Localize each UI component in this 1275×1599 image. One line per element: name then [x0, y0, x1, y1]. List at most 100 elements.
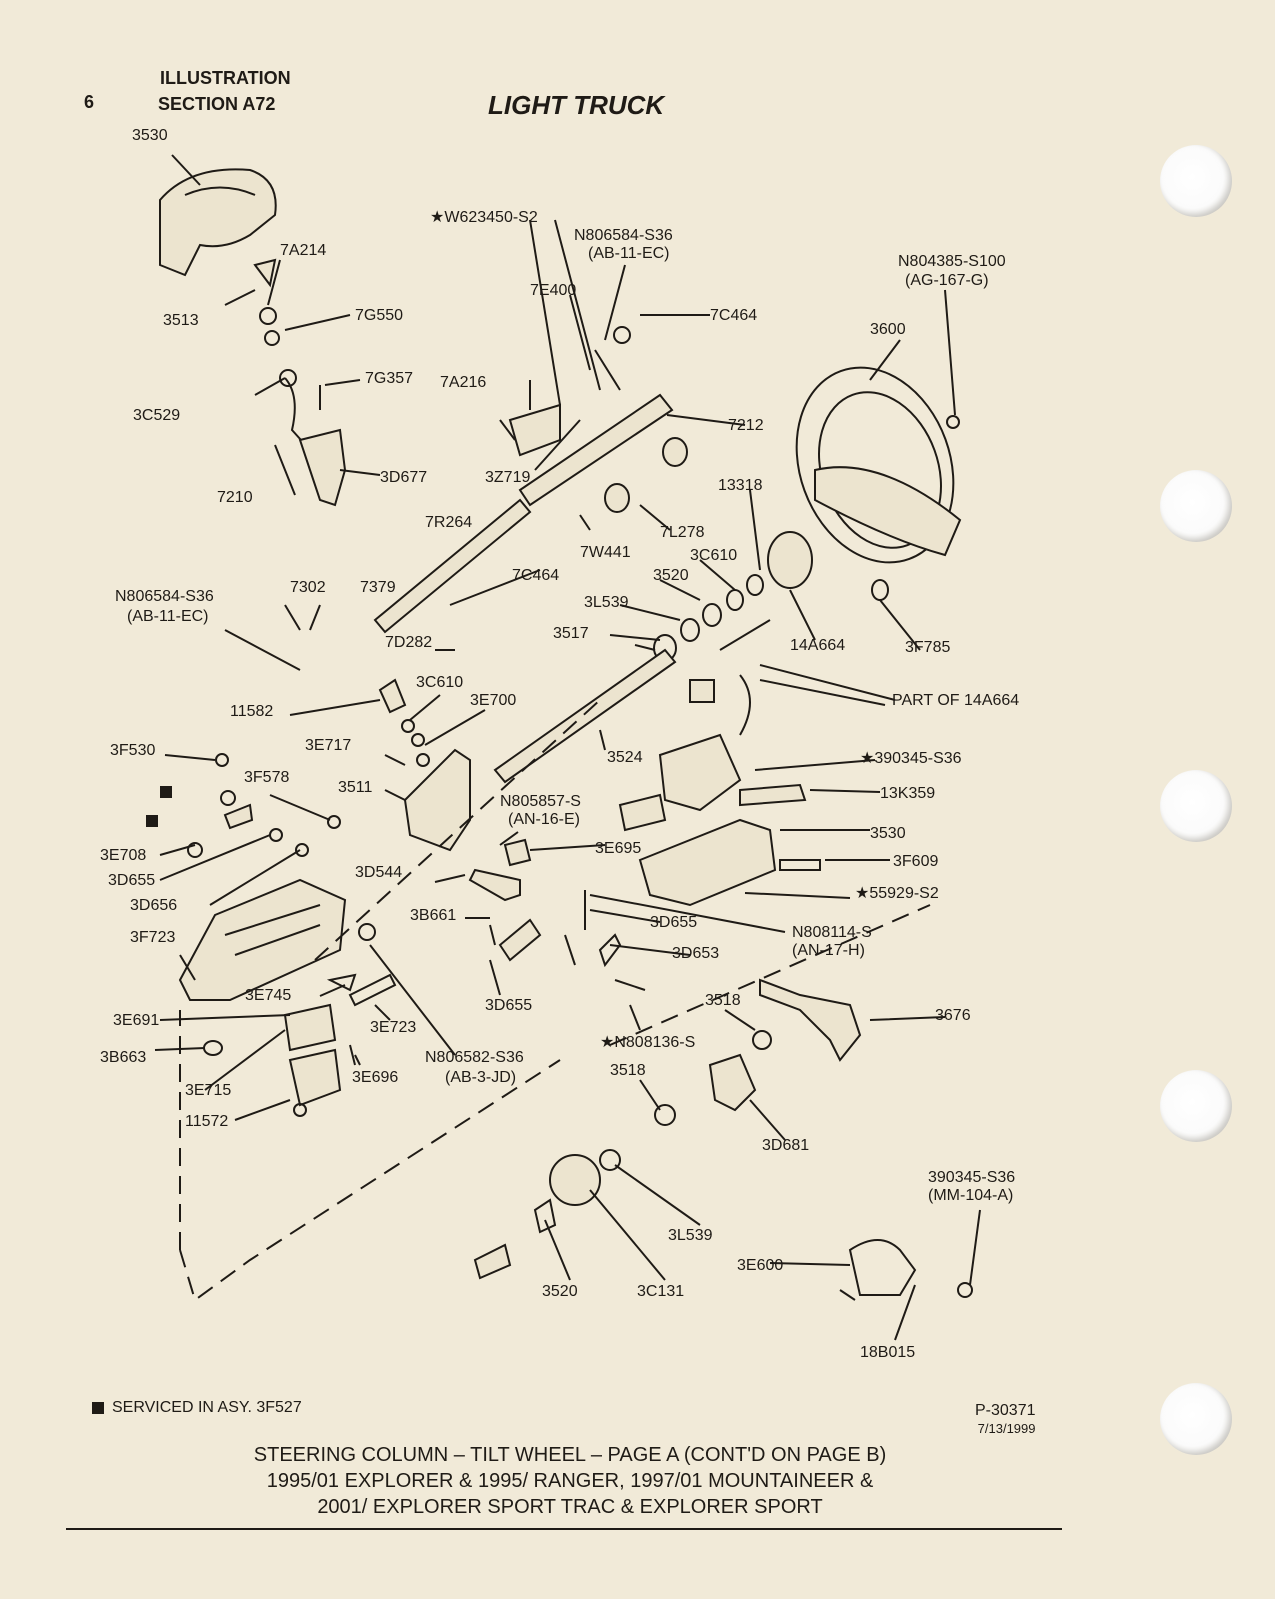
- callout-label: N806584-S36: [115, 588, 214, 605]
- callout-label: 3511: [338, 779, 373, 796]
- callout-label: 7379: [360, 579, 396, 596]
- callout-label: 3D544: [355, 864, 402, 881]
- callout-label: 7A214: [280, 242, 326, 259]
- callout-label: 3D681: [762, 1137, 809, 1154]
- callout-label: 7302: [290, 579, 326, 596]
- callout-label: ★W623450-S2: [430, 209, 538, 226]
- header-illustration: ILLUSTRATION: [160, 68, 291, 88]
- callout-label: 3E717: [305, 737, 351, 754]
- callout-label: 3530: [132, 127, 168, 144]
- caption-line: 1995/01 EXPLORER & 1995/ RANGER, 1997/01…: [266, 1470, 874, 1492]
- callout-label: 3E600: [737, 1257, 783, 1274]
- callout-label: 3D655: [485, 997, 532, 1014]
- callout-label: 3524: [607, 749, 643, 766]
- callout-label: N806584-S36: [574, 227, 673, 244]
- callout-label: 3B663: [100, 1049, 146, 1066]
- header-section: SECTION A72: [158, 94, 276, 114]
- callout-label: ★55929-S2: [855, 885, 939, 902]
- callout-label: 3D655: [650, 914, 697, 931]
- page-title: LIGHT TRUCK: [488, 90, 665, 120]
- callout-label: (MM-104-A): [928, 1187, 1013, 1204]
- callout-label: 7210: [217, 489, 253, 506]
- callout-label: 7A216: [440, 374, 486, 391]
- callout-label: 3L539: [668, 1227, 713, 1244]
- callout-label: 3C610: [416, 674, 463, 691]
- callout-label: 7C464: [710, 307, 757, 324]
- callout-label: 3520: [542, 1283, 578, 1300]
- callout-label: 3600: [870, 321, 906, 338]
- callout-label: 13K359: [880, 785, 935, 802]
- callout-label: PART OF 14A664: [892, 692, 1019, 709]
- callout-label: 11582: [230, 703, 273, 720]
- callout-label: 3D677: [380, 469, 427, 486]
- callout-label: 7G550: [355, 307, 403, 324]
- square-marker-icon: [92, 1402, 104, 1414]
- callout-label: N805857-S: [500, 793, 581, 810]
- callout-label: 3Z719: [485, 469, 530, 486]
- callout-labels: 3530 ★W623450-S2 N806584-S36 (AB-11-EC) …: [100, 127, 1019, 1361]
- callout-label: 7R264: [425, 514, 472, 531]
- caption-line: 2001/ EXPLORER SPORT TRAC & EXPLORER SPO…: [317, 1496, 823, 1518]
- callout-label: 3D655: [108, 872, 155, 889]
- callout-label: 3F578: [244, 769, 289, 786]
- binder-hole: [1160, 145, 1232, 217]
- callout-label: 7E400: [530, 282, 576, 299]
- callout-label: 7212: [728, 417, 764, 434]
- service-legend: SERVICED IN ASY. 3F527: [92, 1399, 302, 1417]
- callout-label: 3F723: [130, 929, 175, 946]
- callout-label: N806582-S36: [425, 1049, 524, 1066]
- callout-label: 3L539: [584, 594, 629, 611]
- callout-label: ★N808136-S: [600, 1034, 695, 1051]
- callout-label: (AB-11-EC): [127, 608, 209, 625]
- caption-line: STEERING COLUMN – TILT WHEEL – PAGE A (C…: [253, 1444, 887, 1466]
- binder-hole: [1160, 770, 1232, 842]
- callout-label: 3520: [653, 567, 689, 584]
- callout-label: (AB-11-EC): [588, 245, 670, 262]
- callout-label: 3E700: [470, 692, 516, 709]
- service-legend-text: SERVICED IN ASY. 3F527: [112, 1399, 302, 1416]
- callout-label: N808114-S: [792, 924, 872, 941]
- callout-label: 14A664: [790, 637, 845, 654]
- callout-label: 3518: [705, 992, 741, 1009]
- page-number: 6: [84, 92, 95, 112]
- callout-label: 3E696: [352, 1069, 398, 1086]
- callout-label: 7W441: [580, 544, 631, 561]
- part-drawings: [146, 154, 981, 1341]
- callout-label: 7G357: [365, 370, 413, 387]
- binder-hole: [1160, 470, 1232, 542]
- callout-label: 7D282: [385, 634, 432, 651]
- callout-label: 3C610: [690, 547, 737, 564]
- callout-label: (AN-17-H): [792, 942, 865, 959]
- callout-label: ★390345-S36: [860, 750, 962, 767]
- callout-label: 3F609: [893, 853, 938, 870]
- callout-label: 3E723: [370, 1019, 416, 1036]
- callout-label: 3E708: [100, 847, 146, 864]
- binder-hole: [1160, 1070, 1232, 1142]
- callout-label: 7L278: [660, 524, 705, 541]
- callout-label: 390345-S36: [928, 1169, 1015, 1186]
- callout-label: 3513: [163, 312, 199, 329]
- callout-label: 3B661: [410, 907, 456, 924]
- callout-label: 13318: [718, 477, 763, 494]
- callout-label: 3518: [610, 1062, 646, 1079]
- callout-label: (AN-16-E): [508, 811, 580, 828]
- bottom-rule: [66, 1528, 1062, 1530]
- callout-label: 3C131: [637, 1283, 684, 1300]
- figure-id: P-30371 7/13/1999: [975, 1402, 1036, 1438]
- callout-label: 3676: [935, 1007, 971, 1024]
- callout-label: 3E715: [185, 1082, 231, 1099]
- callout-label: 3E691: [113, 1012, 159, 1029]
- figure-date: 7/13/1999: [977, 1421, 1036, 1436]
- binder-hole: [1160, 1383, 1232, 1455]
- callout-label: 3E745: [245, 987, 291, 1004]
- callout-label: 18B015: [860, 1344, 915, 1361]
- callout-label: N804385-S100: [898, 253, 1006, 270]
- callout-label: (AG-167-G): [905, 272, 989, 289]
- figure-caption: STEERING COLUMN – TILT WHEEL – PAGE A (C…: [200, 1442, 940, 1520]
- callout-label: 3F785: [905, 639, 950, 656]
- callout-label: (AB-3-JD): [445, 1069, 516, 1086]
- callout-label: 3D656: [130, 897, 177, 914]
- figure-number: P-30371: [975, 1402, 1036, 1419]
